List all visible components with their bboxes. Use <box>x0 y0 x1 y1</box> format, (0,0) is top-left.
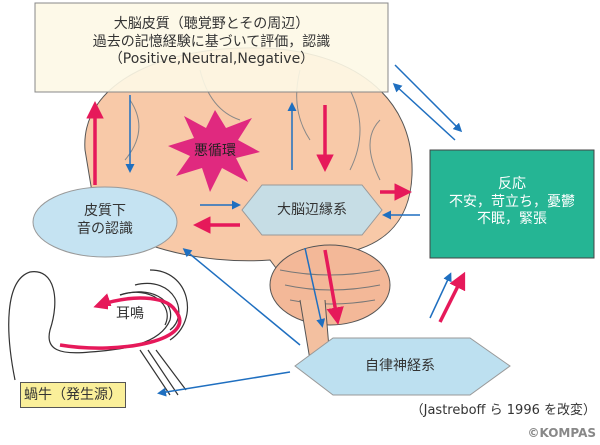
cortex-box <box>34 2 389 93</box>
vicious-cycle-star <box>168 110 260 192</box>
subcortical-ellipse <box>32 186 178 258</box>
cortex-line1: 大脳皮質（聴覚野とその周辺） <box>113 16 310 32</box>
subcortical-label: 皮質下 音の認識 <box>33 203 177 238</box>
limbic-label: 大脳辺縁系 <box>277 202 347 218</box>
reaction-box <box>429 149 595 259</box>
reaction-line3: 不眠，緊張 <box>477 211 547 227</box>
reaction-label: 反応 不安，苛立ち，憂鬱 不眠，緊張 <box>430 176 594 229</box>
subcortical-line2: 音の認識 <box>77 220 133 237</box>
reaction-line1: 反応 <box>498 176 526 192</box>
copyright: ©KOMPAS <box>527 426 596 440</box>
citation: （Jastreboff ら 1996 を改変） <box>410 403 596 418</box>
cortex-label: 大脳皮質（聴覚野とその周辺） 過去の記憶経験に基づいて評価，認識 （Positi… <box>35 16 388 69</box>
autonomic-label: 自律神経系 <box>365 358 435 374</box>
red-arrows <box>59 101 466 350</box>
ear-illustration <box>8 269 188 396</box>
autonomic-hexagon <box>294 337 511 396</box>
subcortical-line1: 皮質下 <box>84 203 126 219</box>
blue-arrows <box>125 64 463 397</box>
limbic-hexagon <box>241 184 383 236</box>
tinnitus-label: 耳鳴 <box>108 306 152 324</box>
cortex-line3: （Positive,Neutral,Negative） <box>108 51 315 67</box>
reaction-line2: 不安，苛立ち，憂鬱 <box>449 193 575 210</box>
cochlea-box: 蝸牛（発生源） <box>20 382 126 408</box>
vicious-cycle-label: 悪循環 <box>194 143 236 159</box>
cortex-line2: 過去の記憶経験に基づいて評価，認識 <box>92 33 331 50</box>
